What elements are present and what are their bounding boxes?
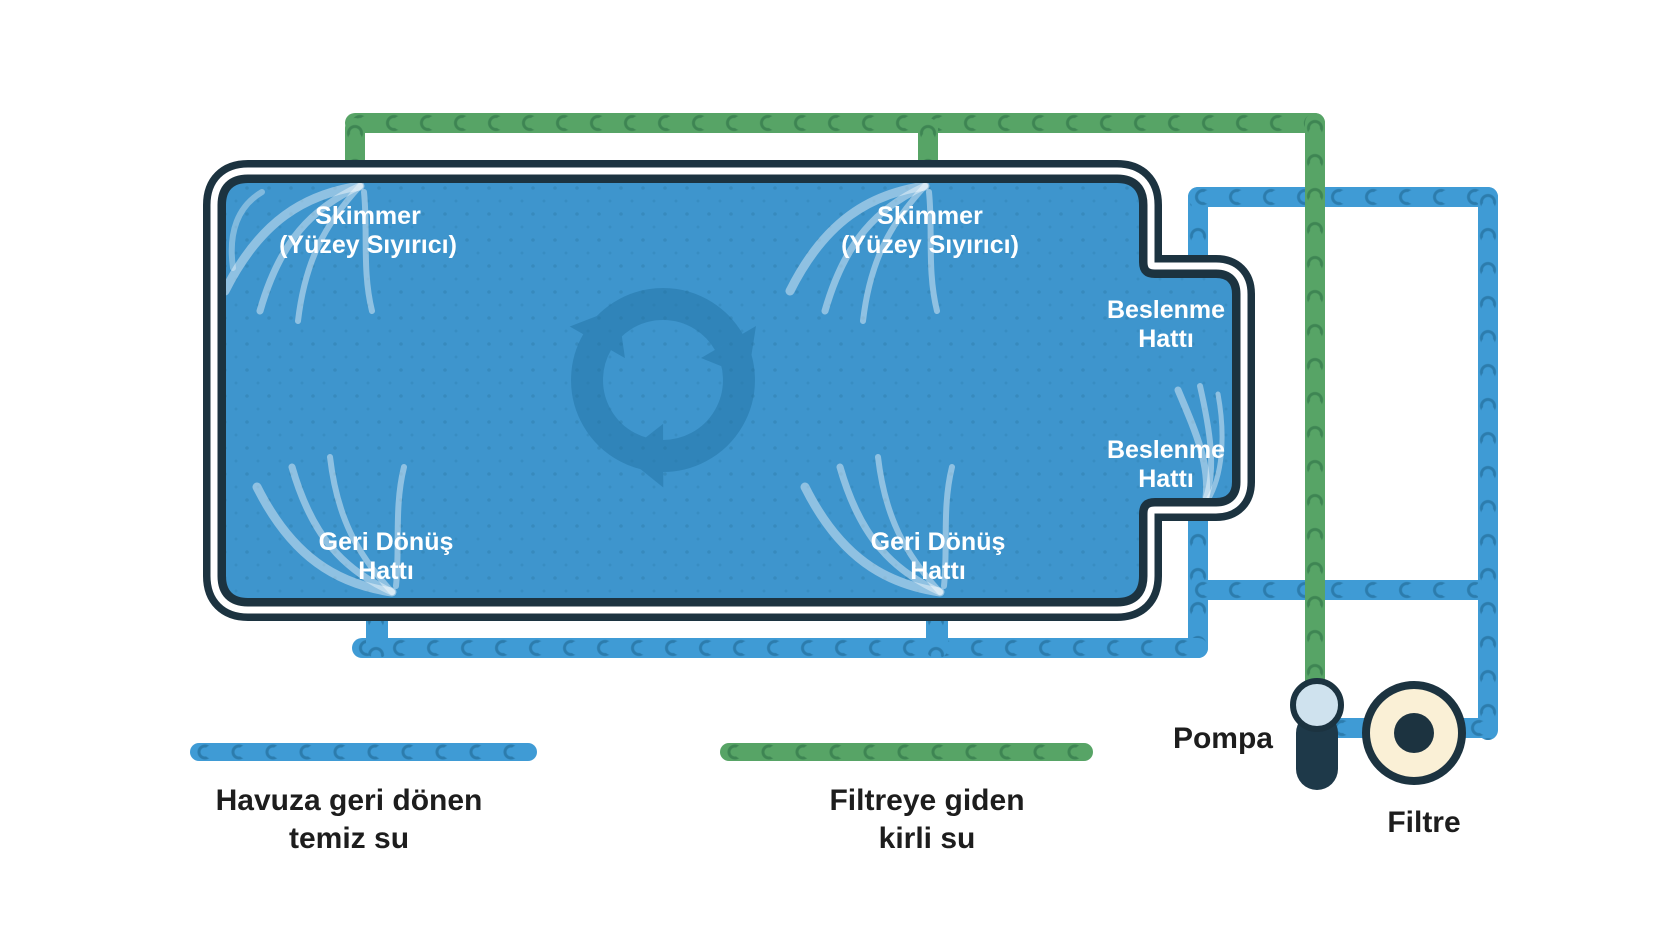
- label-pump: Pompa: [1073, 720, 1273, 758]
- label-return-right-line1: Geri Dönüş: [870, 528, 1006, 556]
- pump-icon: [1290, 678, 1344, 732]
- pipe-green-right-vertical: [1305, 113, 1325, 690]
- legend-dirty-line1: Filtreye giden: [829, 784, 1025, 817]
- label-skimmer-left-line2: (Yüzey Sıyırıcı): [279, 231, 457, 259]
- label-skimmer-right-line2: (Yüzey Sıyırıcı): [841, 231, 1019, 259]
- legend-dirty-line2: kirli su: [878, 822, 976, 855]
- pipe-blue-top-horizontal: [1188, 187, 1498, 207]
- label-return-right-line2: Hattı: [910, 557, 966, 585]
- legend-clean-line1: Havuza geri dönen: [215, 784, 483, 817]
- filter-label-text: Filtre: [1387, 806, 1461, 839]
- label-skimmer-left-line1: Skimmer: [315, 202, 421, 230]
- legend-clean-water-label: Havuza geri dönen temiz su: [216, 782, 483, 858]
- label-return-left-line2: Hattı: [358, 557, 414, 585]
- filter-core-icon: [1394, 713, 1434, 753]
- label-feed-line-lower: Beslenme Hattı: [1107, 436, 1225, 494]
- legend-clean-water-line: [190, 743, 537, 761]
- label-feed-upper-line2: Hattı: [1138, 325, 1194, 353]
- label-return-left-line1: Geri Dönüş: [318, 528, 454, 556]
- label-return-line-left: Geri Dönüş Hattı: [319, 528, 454, 586]
- label-feed-lower-line2: Hattı: [1138, 465, 1194, 493]
- label-filter: Filtre: [1387, 804, 1460, 842]
- water-swirl-corner: [228, 189, 265, 271]
- legend-dirty-water-label: Filtreye giden kirli su: [829, 782, 1024, 858]
- label-feed-upper-line1: Beslenme: [1106, 296, 1226, 324]
- legend-dirty-water-line: [720, 743, 1093, 761]
- pipe-green-skimmer-stub-left: [345, 118, 365, 173]
- pipe-blue-mid-horizontal: [1188, 580, 1498, 600]
- label-return-line-right: Geri Dönüş Hattı: [871, 528, 1006, 586]
- label-feed-line-upper: Beslenme Hattı: [1107, 296, 1225, 354]
- pump-label-text: Pompa: [1172, 722, 1273, 755]
- legend-clean-line2: temiz su: [288, 822, 410, 855]
- filter-icon: [1362, 681, 1466, 785]
- pipe-green-skimmer-stub-right: [918, 118, 938, 173]
- label-skimmer-right: Skimmer (Yüzey Sıyırıcı): [841, 202, 1019, 260]
- label-skimmer-right-line1: Skimmer: [877, 202, 983, 230]
- label-feed-lower-line1: Beslenme: [1106, 436, 1226, 464]
- pipe-blue-right-vertical: [1478, 187, 1498, 740]
- pipe-blue-bottom-horizontal: [352, 638, 1208, 658]
- pipe-green-top-horizontal: [345, 113, 1325, 133]
- label-skimmer-left: Skimmer (Yüzey Sıyırıcı): [279, 202, 457, 260]
